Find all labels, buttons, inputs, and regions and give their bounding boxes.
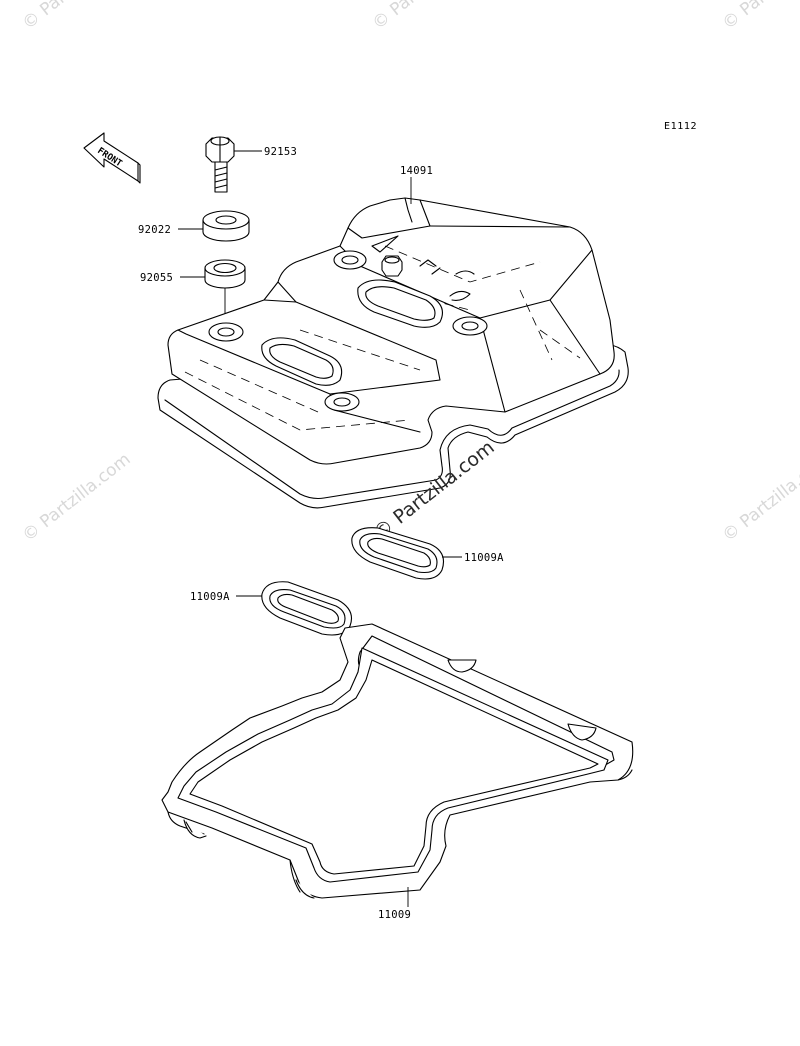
plug-gasket-left-part[interactable] <box>261 581 353 636</box>
watermark-text: © Partzilla.com <box>19 0 135 34</box>
callout-11009A-right[interactable]: 11009A <box>464 552 504 564</box>
watermark-text: © Partzilla.com <box>719 0 800 34</box>
plug-gasket-right-part[interactable] <box>351 527 445 580</box>
front-arrow-icon: FRONT <box>83 132 141 184</box>
callout-92022[interactable]: 92022 <box>138 224 171 236</box>
watermark-text: © Partzilla.com <box>19 449 135 546</box>
callout-11009[interactable]: 11009 <box>378 909 411 921</box>
bolt-part[interactable] <box>205 136 235 193</box>
callout-11009A-left[interactable]: 11009A <box>190 591 230 603</box>
watermark-text: © Partzilla.com <box>719 449 800 546</box>
callout-92153[interactable]: 92153 <box>264 146 297 158</box>
callout-92055[interactable]: 92055 <box>140 272 173 284</box>
cylinder-head-cover-part[interactable] <box>157 197 629 509</box>
diagram-code: E1112 <box>664 121 697 132</box>
head-cover-gasket-part[interactable] <box>161 623 634 899</box>
washer-part[interactable] <box>202 210 250 242</box>
watermark-text: © Partzilla.com <box>369 0 485 34</box>
callout-14091[interactable]: 14091 <box>400 165 433 177</box>
